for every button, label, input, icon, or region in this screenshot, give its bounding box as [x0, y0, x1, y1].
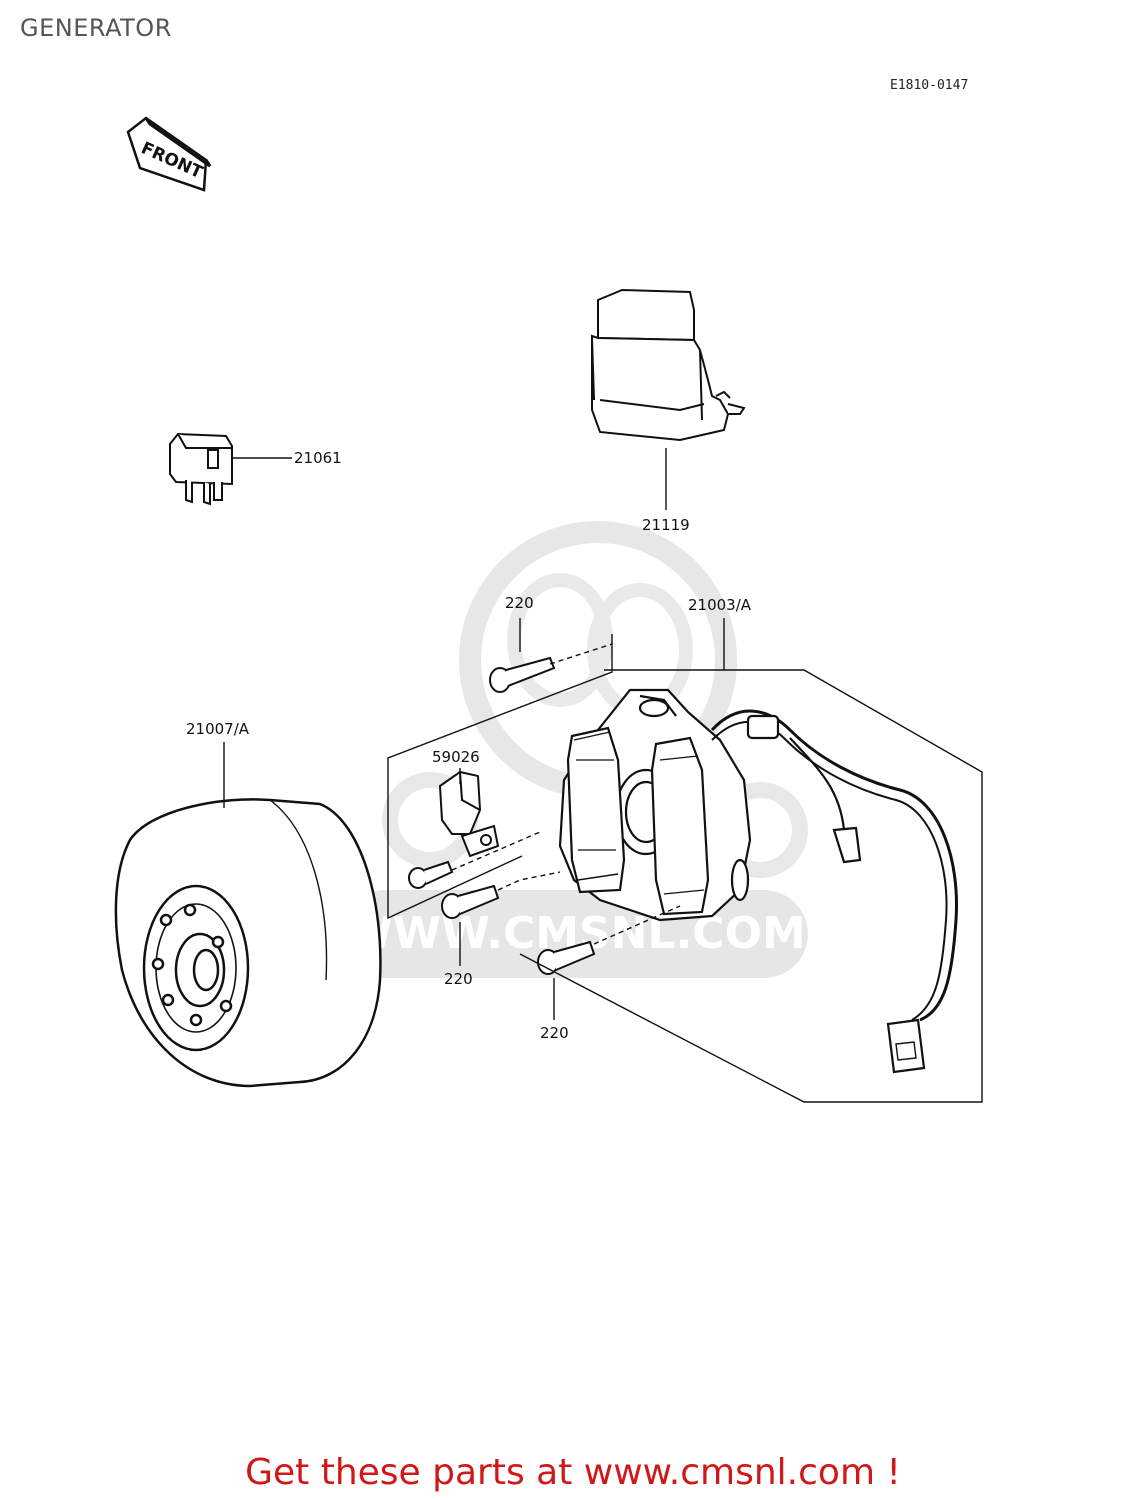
screw-low: [537, 940, 596, 975]
callout-lines: [223, 448, 983, 1103]
label-21003a: 21003/A: [688, 596, 752, 614]
front-arrow-icon: FRONT: [126, 116, 212, 192]
pickup-coil: [438, 770, 500, 858]
footer-cta[interactable]: Get these parts at www.cmsnl.com !: [245, 1452, 901, 1493]
parts-diagram: WWW.CMSNL.COM FRONT: [114, 116, 983, 1103]
label-220-low: 220: [540, 1024, 569, 1042]
label-220-top: 220: [505, 594, 534, 612]
regulator-relay: [169, 432, 233, 506]
screw-pickup: [408, 860, 454, 889]
flywheel-rotor: [114, 798, 382, 1088]
diagram-code: E1810-0147: [890, 78, 969, 93]
screw-mid: [441, 884, 500, 919]
rectifier-box: [591, 288, 746, 442]
stator-assembly: [558, 688, 958, 1074]
page-title: GENERATOR: [20, 14, 172, 42]
label-21119: 21119: [642, 516, 690, 534]
label-220-mid: 220: [444, 970, 473, 988]
label-59026: 59026: [432, 748, 480, 766]
label-21061: 21061: [294, 449, 342, 467]
label-21007a: 21007/A: [186, 720, 250, 738]
